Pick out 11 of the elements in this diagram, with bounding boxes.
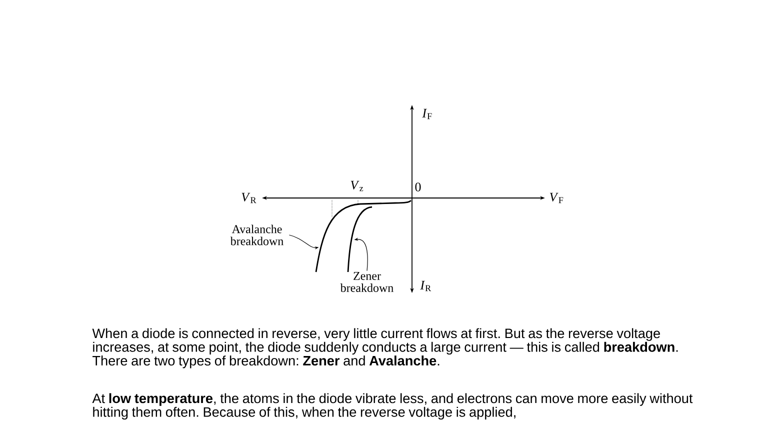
curve-label: Zener breakdown: [340, 272, 394, 292]
avalanche-curve: [315, 200, 412, 272]
axis-label: V$_{F}$: [550, 192, 564, 204]
curve-label: Avalanche breakdown: [230, 224, 284, 246]
axis-label: I$_{R}$: [420, 280, 432, 292]
paragraph: When a diode is connected in reverse, very little current flows at first. But as the reverse voltage increases, at some point, the diode suddenly conducts a large current — this is called breakdown. There are two types of breakdown: Zener and Avalanche.: [92, 328, 678, 368]
axis-label: V$_{z}$: [350, 180, 364, 192]
paragraph: At low temperature, the atoms in the diode vibrate less, and electrons can move more easily without hitting them often. Because of this, when the reverse voltage is applied,: [92, 393, 693, 420]
axis-label: I$_{F}$: [422, 108, 432, 120]
axis-label: 0: [415, 182, 421, 192]
axis-label: V$_{R}$: [242, 192, 256, 204]
